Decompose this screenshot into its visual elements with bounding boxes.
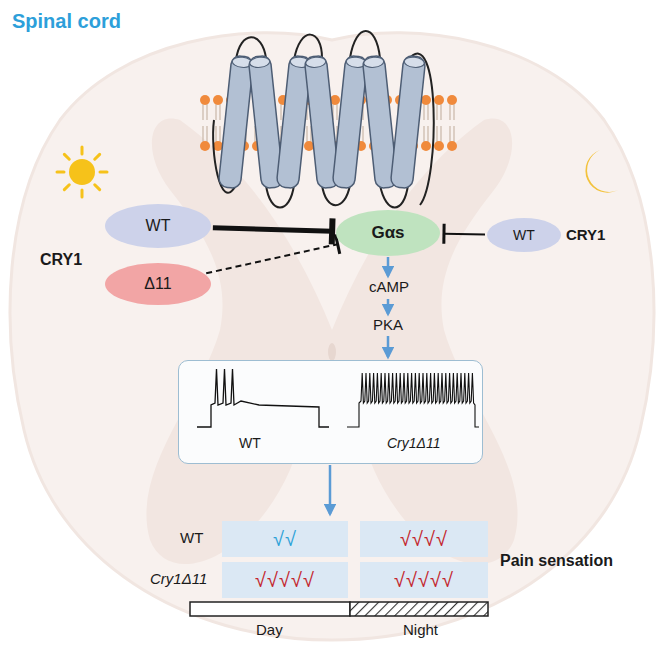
row-label: Cry1Δ11 [150, 570, 207, 587]
axis-label: Pain sensation [500, 552, 613, 570]
day-bar [190, 602, 350, 616]
time-label: Day [256, 621, 283, 638]
node-text: Gαs [371, 223, 404, 243]
inhibition-line [206, 234, 340, 273]
row-label: WT [180, 529, 203, 546]
pain-box: √√√√√ [360, 562, 488, 598]
title-label: Spinal cord [12, 10, 121, 33]
protein-ellipse: WT [487, 218, 561, 252]
inhibition-line [444, 224, 485, 244]
node-text: Δ11 [144, 275, 171, 293]
pain-box: √√√√√ [222, 562, 348, 598]
node-text: WT [146, 217, 171, 235]
check-marks: √√√√√ [394, 569, 454, 592]
inhibition-line [213, 218, 333, 244]
pain-box: √√√√ [360, 521, 488, 557]
protein-label: CRY1 [40, 251, 82, 269]
time-label: Night [403, 621, 438, 638]
check-marks: √√ [273, 528, 297, 551]
molecule-label: cAMP [369, 278, 409, 295]
receptor-loops [213, 31, 434, 208]
check-marks: √√√√√ [255, 569, 315, 592]
moon-icon [585, 150, 618, 193]
night-bar [350, 602, 488, 616]
protein-label: CRY1 [566, 226, 605, 243]
check-marks: √√√√ [400, 528, 448, 551]
sun-icon [57, 147, 107, 197]
pain-box: √√ [222, 521, 348, 557]
mutant-ellipse: Δ11 [105, 263, 211, 305]
node-text: WT [513, 227, 535, 243]
trace-label: Cry1Δ11 [387, 435, 440, 451]
gpcr-helices [218, 55, 426, 189]
molecule-label: PKA [373, 316, 403, 333]
trace-label: WT [239, 435, 261, 451]
protein-ellipse: WT [105, 204, 211, 248]
protein-ellipse: Gαs [336, 210, 440, 256]
trace-panel: WT Cry1Δ11 [178, 360, 483, 464]
